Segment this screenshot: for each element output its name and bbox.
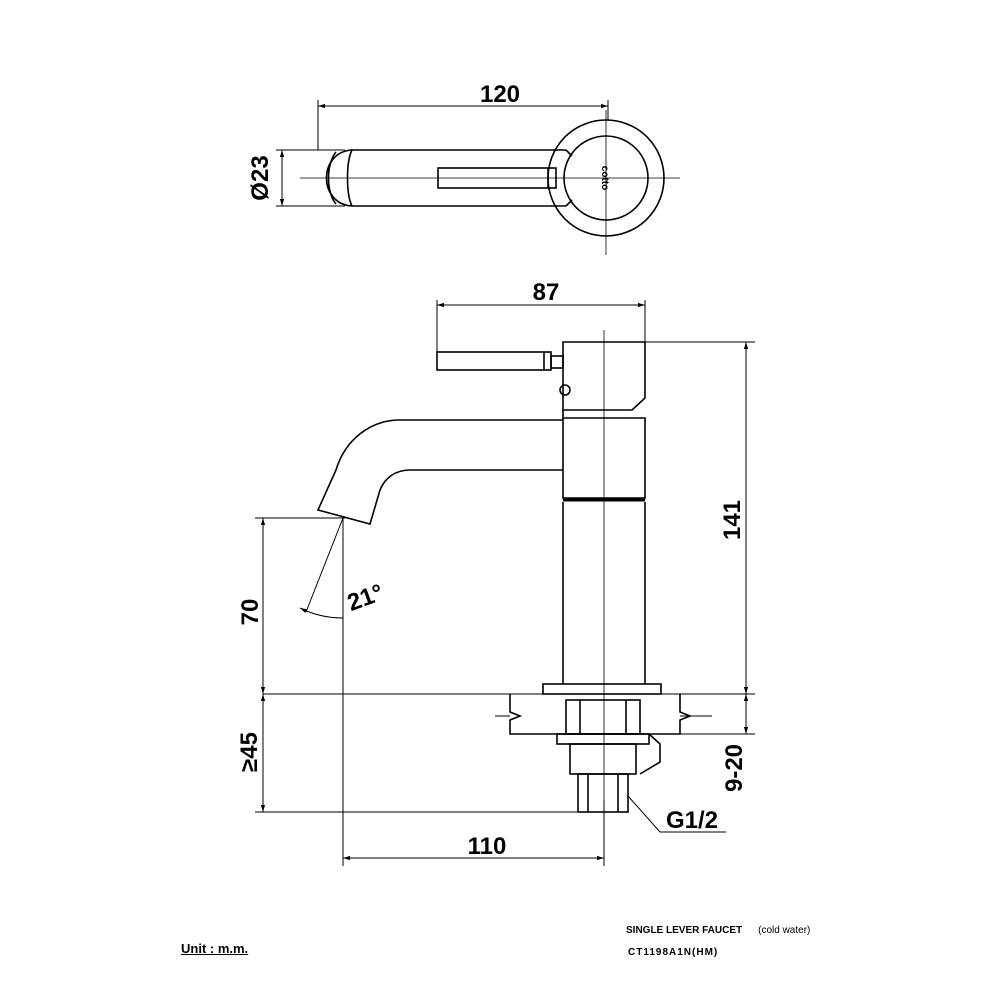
dim-45-label: ≥45 <box>236 732 263 772</box>
lever-top <box>437 167 557 189</box>
body-outer-circle <box>547 119 665 237</box>
shank <box>569 743 637 775</box>
lock-nut <box>556 733 650 745</box>
model-code: CT1198A1N(HM) <box>628 947 719 958</box>
spout-top-outline <box>325 149 566 207</box>
side-view <box>255 300 755 866</box>
cartridge-cap <box>562 341 646 411</box>
body-column <box>562 410 646 499</box>
top-view <box>276 100 680 255</box>
dim-21-label: 21° <box>344 579 387 617</box>
dim-87-label: 87 <box>533 279 560 306</box>
body-inner-circle <box>563 135 649 221</box>
thread-connector <box>577 773 629 813</box>
unit-label: Unit : m.m. <box>181 941 249 956</box>
product-title: SINGLE LEVER FAUCET (cold water) <box>626 925 810 936</box>
brand-mark: cotto <box>599 166 610 190</box>
dim-70-label: 70 <box>237 599 264 626</box>
lever-knuckle <box>550 355 564 369</box>
product-note: (cold water) <box>758 925 811 936</box>
thread-leader <box>627 795 726 833</box>
spout-side <box>316 419 563 525</box>
dim-110-label: 110 <box>468 833 507 860</box>
dim-9-20-label: 9-20 <box>721 744 748 792</box>
thread-size-label: G1/2 <box>666 807 718 834</box>
dim-120-label: 120 <box>480 81 520 108</box>
product-name: SINGLE LEVER FAUCET <box>626 925 743 936</box>
angle-arc-21 <box>299 607 344 619</box>
dim-141-label: 141 <box>719 500 746 540</box>
dim-diameter-label: Ø23 <box>247 155 274 200</box>
lever-side <box>436 351 552 371</box>
base-flange <box>542 683 662 695</box>
